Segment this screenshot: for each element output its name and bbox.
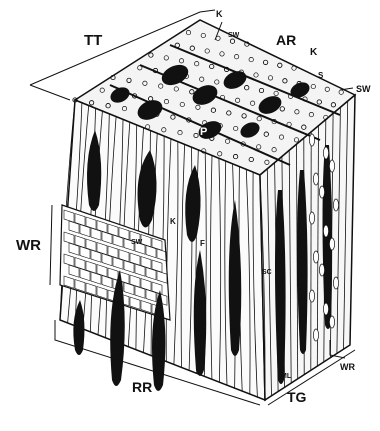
ray-lens	[323, 147, 328, 159]
label-p-upper: P	[200, 126, 207, 138]
ray-lens	[329, 238, 334, 250]
label-tg: TG	[287, 389, 307, 405]
ray-lens	[323, 225, 328, 237]
label-k-inner: K	[170, 217, 176, 226]
label-sc: SC	[262, 269, 272, 276]
label-tt: TT	[84, 32, 102, 49]
label-p-lower: P	[156, 167, 163, 179]
label-wr-left: WR	[16, 237, 41, 254]
tt-bracket-left	[30, 85, 70, 100]
ray-lens	[313, 251, 318, 263]
ray-lens	[309, 134, 314, 146]
label-s: S	[318, 71, 324, 80]
ray-lens	[329, 160, 334, 172]
label-wr-right: WR	[340, 362, 355, 372]
label-sw-top: SW	[228, 32, 240, 39]
ray-lens	[319, 264, 324, 276]
ray-lens	[313, 329, 318, 341]
label-ar: AR	[276, 32, 296, 48]
label-sw-right: SW	[356, 84, 371, 94]
ray-lens	[309, 290, 314, 302]
ray-lens	[313, 173, 318, 185]
label-sw-inner: SW	[131, 239, 143, 246]
ray-lens	[323, 303, 328, 315]
label-ml: ML	[281, 373, 292, 380]
ray-lens	[319, 186, 324, 198]
wr-bracket	[50, 205, 52, 285]
label-k-top: K	[216, 9, 223, 19]
ray-lens	[329, 316, 334, 328]
label-rr: RR	[132, 379, 152, 395]
label-k-right: K	[310, 47, 318, 58]
ray-lens	[333, 199, 338, 211]
label-f: F	[200, 239, 205, 248]
ray-lens	[309, 212, 314, 224]
ray-lens	[333, 277, 338, 289]
